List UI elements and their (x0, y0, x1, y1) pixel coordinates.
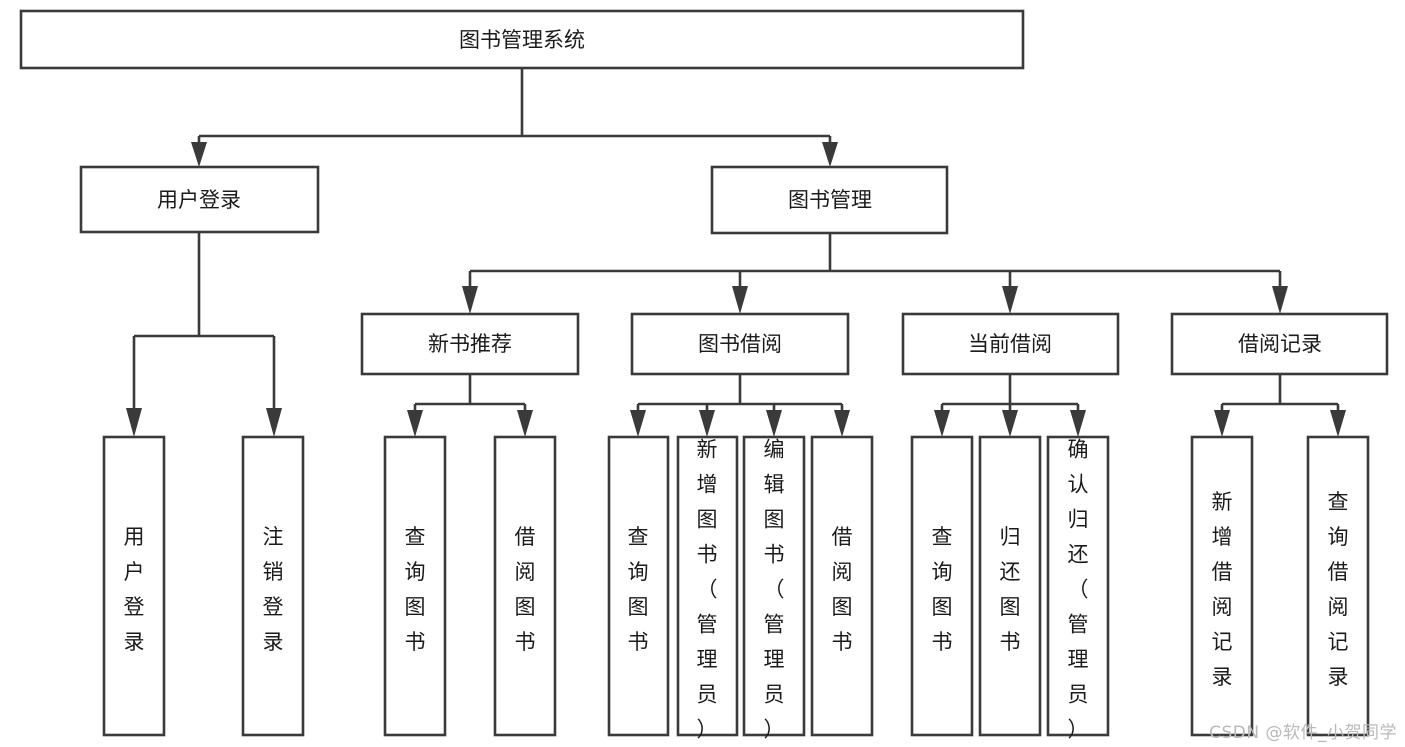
node-leaf-label: 借阅图书 (515, 525, 536, 654)
node-leaf-query-book-current[interactable]: 查询图书 (910, 435, 974, 737)
connector-group-root-to-level2 (191, 68, 838, 167)
node-new-book-recommend[interactable]: 新书推荐 (360, 312, 580, 376)
node-book-borrow[interactable]: 图书借阅 (630, 312, 850, 376)
node-leaf-return-book[interactable]: 归还图书 (978, 435, 1042, 737)
arrow-head-icon (191, 142, 207, 167)
arrow-head-icon (1214, 410, 1230, 437)
connector-group-currentborrow-to-leaves (934, 374, 1086, 437)
node-book-borrow-label: 图书借阅 (698, 332, 782, 356)
node-leaf-logout[interactable]: 注销登录 (241, 435, 305, 737)
node-borrow-record-box[interactable] (1170, 312, 1389, 376)
connector-group-bookborrow-to-leaves (630, 374, 850, 437)
node-leaf-box[interactable] (910, 435, 974, 737)
node-leaf-borrow-book-recommend[interactable]: 借阅图书 (493, 435, 557, 737)
arrow-head-icon (732, 286, 748, 314)
node-leaf-label: 确认归还（管理员） (1068, 438, 1089, 742)
node-user-login-label: 用户登录 (157, 188, 241, 212)
node-book-management-label: 图书管理 (788, 188, 872, 212)
node-borrow-record[interactable]: 借阅记录 (1170, 312, 1389, 376)
node-leaf-box[interactable] (1190, 435, 1254, 737)
node-leaf-label: 注销登录 (263, 525, 284, 654)
node-book-management-box[interactable] (710, 165, 949, 235)
arrow-head-icon (630, 410, 646, 437)
arrow-head-icon (822, 142, 838, 167)
node-root-box[interactable] (19, 9, 1025, 70)
node-leaf-box[interactable] (102, 435, 166, 737)
arrow-head-icon (266, 408, 282, 437)
node-leaf-label: 查询图书 (405, 525, 426, 654)
connector-group-newbook-to-leaves (407, 374, 533, 437)
arrow-head-icon (934, 410, 950, 437)
node-current-borrow-box[interactable] (901, 312, 1120, 376)
node-book-management[interactable]: 图书管理 (710, 165, 949, 235)
node-leaf-box[interactable] (978, 435, 1042, 737)
node-leaf-box[interactable] (676, 435, 739, 737)
node-current-borrow[interactable]: 当前借阅 (901, 312, 1120, 376)
node-book-borrow-box[interactable] (630, 312, 850, 376)
node-leaf-label: 查询图书 (932, 525, 953, 654)
arrow-head-icon (1070, 410, 1086, 437)
arrow-head-icon (1330, 410, 1346, 437)
node-leaf-label: 编辑图书（管理员） (764, 438, 785, 742)
arrow-head-icon (1272, 286, 1288, 314)
arrow-head-icon (517, 410, 533, 437)
node-leaf-query-book-borrow[interactable]: 查询图书 (607, 435, 670, 737)
node-leaf-add-borrow-record[interactable]: 新增借阅记录 (1190, 435, 1254, 737)
arrow-head-icon (1002, 286, 1018, 314)
node-leaf-query-borrow-record[interactable]: 查询借阅记录 (1306, 435, 1370, 737)
node-leaf-box[interactable] (607, 435, 670, 737)
node-leaf-borrow-book[interactable]: 借阅图书 (810, 435, 874, 737)
node-leaf-edit-book-admin[interactable]: 编辑图书（管理员） (742, 435, 806, 742)
node-leaf-label: 用户登录 (124, 525, 145, 654)
arrow-head-icon (699, 410, 715, 437)
node-leaf-box[interactable] (383, 435, 447, 737)
arrow-head-icon (126, 408, 142, 437)
node-leaf-box[interactable] (241, 435, 305, 737)
arrow-head-icon (1002, 410, 1018, 437)
node-user-login-box[interactable] (79, 165, 320, 234)
node-leaf-add-book-admin[interactable]: 新增图书（管理员） (676, 435, 739, 742)
node-user-login[interactable]: 用户登录 (79, 165, 320, 234)
node-new-book-recommend-box[interactable] (360, 312, 580, 376)
node-leaf-label: 新增图书（管理员） (697, 438, 718, 742)
node-leaf-box[interactable] (742, 435, 806, 737)
connector-group-borrowrecord-to-leaves (1214, 374, 1346, 437)
node-leaf-confirm-return-admin[interactable]: 确认归还（管理员） (1046, 435, 1110, 742)
node-leaf-user-login[interactable]: 用户登录 (102, 435, 166, 737)
node-leaf-box[interactable] (1046, 435, 1110, 737)
node-root-system[interactable]: 图书管理系统 (19, 9, 1025, 70)
node-root-label: 图书管理系统 (459, 28, 585, 52)
node-leaf-box[interactable] (1306, 435, 1370, 737)
node-leaf-label: 借阅图书 (832, 525, 853, 654)
node-leaf-label: 归还图书 (1000, 525, 1021, 654)
node-new-book-recommend-label: 新书推荐 (428, 332, 512, 356)
arrow-head-icon (462, 286, 478, 314)
connector-group-bookmgmt-to-level3 (462, 233, 1288, 314)
node-leaf-label: 查询借阅记录 (1328, 490, 1349, 689)
node-leaf-box[interactable] (810, 435, 874, 737)
arrow-head-icon (407, 410, 423, 437)
arrow-head-icon (766, 410, 782, 437)
connector-group-userlogin-to-leaves (126, 232, 282, 437)
node-leaf-box[interactable] (493, 435, 557, 737)
node-current-borrow-label: 当前借阅 (968, 332, 1052, 356)
node-leaf-query-book-recommend[interactable]: 查询图书 (383, 435, 447, 737)
node-leaf-label: 查询图书 (628, 525, 649, 654)
arrow-head-icon (834, 410, 850, 437)
node-leaf-label: 新增借阅记录 (1212, 490, 1233, 689)
node-borrow-record-label: 借阅记录 (1238, 332, 1322, 356)
